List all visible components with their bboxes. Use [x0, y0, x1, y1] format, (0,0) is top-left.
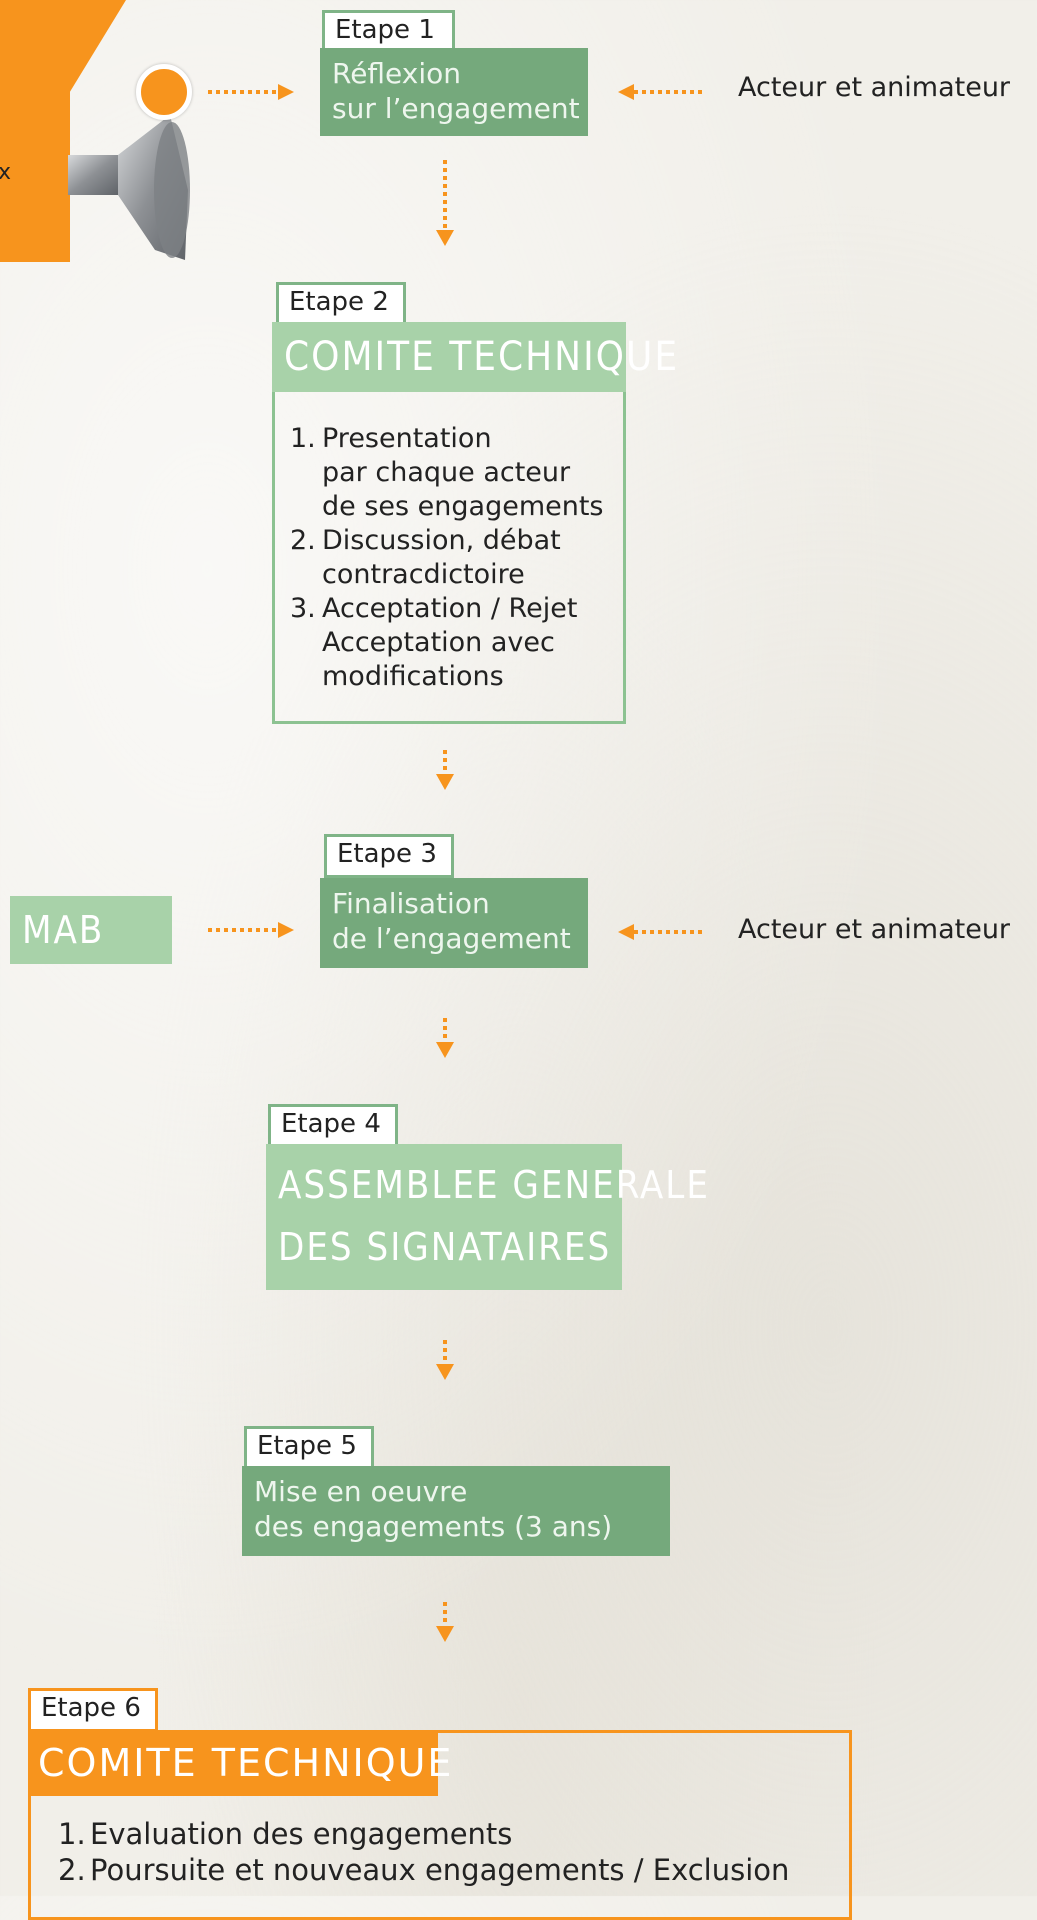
- step-3-line: de l’engagement: [332, 922, 571, 955]
- item-line: Discussion, débat: [322, 525, 561, 556]
- step-5-label: Etape 5: [244, 1426, 374, 1470]
- mab-box: MAB: [10, 896, 172, 964]
- arrow-down-icon: [436, 1340, 454, 1380]
- item-line: Presentation: [322, 423, 492, 454]
- arrow-down-icon: [436, 750, 454, 790]
- item-number: 1.: [58, 1817, 86, 1851]
- step-4-header: Assemblee generale des signataires: [266, 1144, 710, 1290]
- item-line: de ses engagements: [322, 491, 604, 522]
- step-1-line: Réflexion: [332, 57, 462, 90]
- arrow-right-icon: [208, 922, 294, 938]
- arrow-left-icon: [618, 924, 704, 940]
- step-1-actor-label: Acteur et animateur: [738, 72, 1011, 103]
- step-3-line: Finalisation: [332, 887, 490, 920]
- step-3-label: Etape 3: [324, 834, 454, 878]
- step-5-box: Mise en oeuvre des engagements (3 ans): [242, 1466, 670, 1556]
- step-6-label: Etape 6: [28, 1688, 158, 1732]
- item-line: par chaque acteur: [322, 457, 571, 488]
- arrow-down-icon: [436, 1018, 454, 1058]
- item-number: 2.: [58, 1853, 86, 1887]
- step-5-line: des engagements (3 ans): [254, 1510, 613, 1543]
- step-4-header-line: des signataires: [278, 1225, 612, 1269]
- step-6-header: Comite technique: [28, 1730, 451, 1796]
- list-item: 1. Evaluation des engagements: [58, 1816, 848, 1852]
- megaphone-source-dot: [136, 64, 192, 120]
- item-line: contracdictoire: [322, 559, 525, 590]
- megaphone-icon: [68, 115, 190, 260]
- step-4-header-line: Assemblee generale: [278, 1163, 710, 1207]
- item-number: 1.: [290, 423, 316, 454]
- arrow-down-icon: [436, 160, 454, 246]
- arrow-left-icon: [618, 84, 704, 100]
- step-4-label: Etape 4: [268, 1104, 398, 1148]
- step-2-items: 1. Presentation par chaque acteur de ses…: [290, 422, 620, 694]
- item-line: modifications: [322, 661, 504, 692]
- step-1-line: sur l’engagement: [332, 92, 580, 125]
- step-1-box: Réflexion sur l’engagement: [320, 48, 588, 136]
- item-text: Evaluation des engagements: [90, 1817, 513, 1851]
- orange-panel-pointer: [68, 0, 126, 95]
- step-3-box: Finalisation de l’engagement: [320, 878, 588, 968]
- step-1-label: Etape 1: [322, 10, 455, 52]
- item-number: 3.: [290, 593, 316, 624]
- step-2-label: Etape 2: [276, 282, 406, 326]
- orange-side-panel: [0, 0, 70, 262]
- item-line: Acceptation avec: [322, 627, 555, 658]
- list-item: 2. Discussion, débat contracdictoire: [290, 524, 620, 592]
- list-item: 1. Presentation par chaque acteur de ses…: [290, 422, 620, 524]
- step-2-header: Comite technique: [272, 322, 677, 392]
- arrow-down-icon: [436, 1602, 454, 1642]
- list-item: 2. Poursuite et nouveaux engagements / E…: [58, 1852, 848, 1888]
- step-6-items: 1. Evaluation des engagements 2. Poursui…: [58, 1816, 848, 1888]
- left-panel-snippet: x: [0, 160, 12, 185]
- item-number: 2.: [290, 525, 316, 556]
- item-text: Poursuite et nouveaux engagements / Excl…: [90, 1853, 790, 1887]
- list-item: 3. Acceptation / Rejet Acceptation avec …: [290, 592, 620, 694]
- step-3-actor-label: Acteur et animateur: [738, 914, 1011, 945]
- item-line: Acceptation / Rejet: [322, 593, 578, 624]
- step-5-line: Mise en oeuvre: [254, 1475, 468, 1508]
- arrow-right-icon: [208, 84, 294, 100]
